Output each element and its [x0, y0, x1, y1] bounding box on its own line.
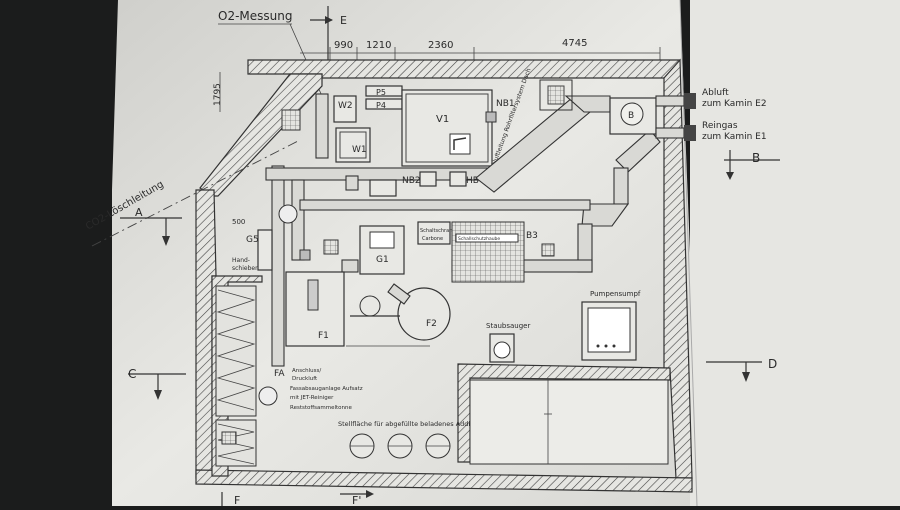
annotation-5: Reststoffsammeltonne [290, 405, 353, 411]
dim-1795: 1795 [213, 83, 223, 106]
annotation-4: mit JET-Reiniger [290, 395, 334, 401]
v1-label: V1 [436, 114, 449, 125]
dim-2360: 2360 [428, 40, 453, 51]
annotation-3: Fassabsauganlage Aufsatz [290, 386, 363, 392]
b3-label: B3 [526, 231, 538, 241]
pumpensumpf-label: Pumpensumpf [590, 290, 641, 298]
p5-label: P5 [376, 88, 386, 97]
schalt-label-2: Carbone [422, 236, 443, 242]
g5-unit [257, 229, 273, 271]
fa-label: FA [274, 369, 285, 379]
fa-unit [258, 386, 278, 406]
annotation-1: Anschluss/ [292, 368, 321, 374]
section-a-left: A [135, 206, 143, 219]
section-d-right: D [768, 357, 777, 371]
p4-label: P4 [376, 101, 386, 110]
w1-unit [335, 127, 371, 163]
f1-label: F1 [318, 331, 329, 341]
reingas-label: Reingas [702, 121, 738, 131]
nb1-label: NB1 [496, 99, 515, 109]
o2-label: O2-Messung [218, 9, 292, 23]
duct-vertical-w [315, 93, 329, 159]
dim-990: 990 [334, 40, 353, 51]
duct-right-vertical [613, 167, 629, 205]
reingas-outlet [655, 127, 685, 139]
grid-box-1 [281, 109, 301, 131]
g1-label: G1 [376, 255, 389, 265]
room-lower-right [469, 379, 669, 465]
w2-unit [333, 95, 357, 123]
abluft-label: Abluft [702, 88, 729, 98]
reingas-label-2: zum Kamin E1 [702, 132, 767, 142]
staubsauger-label: Staubsauger [486, 322, 530, 330]
annotation-2: Druckluft [292, 376, 318, 382]
f2-label: F2 [426, 319, 437, 329]
dim-1210: 1210 [366, 40, 391, 51]
dim-4745: 4745 [562, 38, 587, 49]
section-c-left: C [128, 367, 136, 381]
hb-label: HB [466, 176, 479, 186]
nb2-label: NB2 [402, 176, 421, 186]
f2-tank [397, 287, 451, 341]
hand-label-1: Hand- [232, 257, 250, 264]
schaltschrank [417, 221, 451, 245]
staircase [215, 285, 257, 467]
b-label: B [628, 111, 634, 121]
hand-label-2: schieber [232, 265, 258, 272]
w2-label: W2 [338, 101, 353, 111]
wall-inner-right [457, 363, 671, 463]
duct-horizontal-mid [299, 199, 591, 211]
grid-box-2 [539, 79, 573, 111]
v1-unit [401, 89, 493, 167]
duct-vertical-left [271, 165, 285, 367]
section-b-right: B [752, 151, 760, 165]
b3-box-label: Schallschutzhaube [458, 236, 500, 242]
b3-grid-area [451, 221, 525, 283]
dark-left-edge [0, 0, 112, 506]
schalt-label-1: Schaltschrank [420, 228, 455, 234]
wall-bottom [195, 469, 693, 493]
paper-right-strip [690, 0, 900, 506]
section-fprime-bottom: F' [352, 494, 361, 506]
w1-label: W1 [352, 145, 367, 155]
section-e-top: E [340, 14, 347, 27]
dim-500: 500 [232, 218, 245, 226]
hb-unit [449, 171, 467, 187]
abluft-outlet [655, 95, 685, 107]
g5-label: G5 [246, 235, 259, 245]
nb2-unit [419, 171, 437, 187]
abluft-label-2: zum Kamin E2 [702, 99, 767, 109]
section-f-bottom: F [234, 494, 240, 506]
stellflaeche-label: Stellfläche für abgefüllte beladenes Add… [338, 420, 478, 428]
fan-box-1 [369, 179, 397, 197]
